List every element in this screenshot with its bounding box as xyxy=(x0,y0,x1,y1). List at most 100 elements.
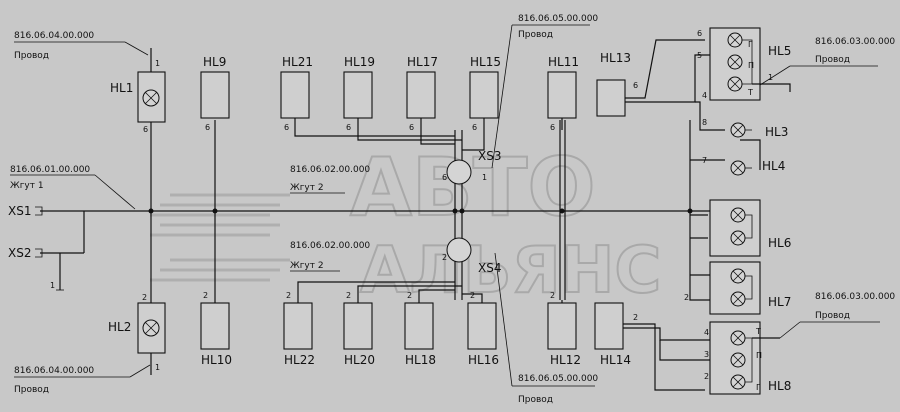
pin-label: 2 xyxy=(633,313,638,322)
unit-hl21-label: HL21 xyxy=(282,55,313,69)
pin-label: 2 xyxy=(203,291,208,300)
unit-hl16: HL16 2 xyxy=(467,291,499,367)
ref-word: Провод xyxy=(518,30,553,40)
pin-label: 3 xyxy=(704,350,709,359)
junction-dots xyxy=(148,208,693,214)
unit-hl13-label: HL13 xyxy=(600,51,631,65)
unit-hl17-label: HL17 xyxy=(407,55,438,69)
connector-xs2-label: XS2 xyxy=(8,246,31,260)
lamp-hl4: HL4 7 xyxy=(702,156,785,176)
pin-label: 2 xyxy=(442,253,447,262)
connector-xs1-label: XS1 xyxy=(8,204,31,218)
connector-xs1: XS1 xyxy=(8,204,43,218)
ref-code: 816.06.03.00.000 xyxy=(815,292,895,302)
unit-hl9-label: HL9 xyxy=(203,55,226,69)
ref-word: Провод xyxy=(815,311,850,321)
connector-xs4: XS4 2 xyxy=(442,237,501,275)
pin-label: 2 xyxy=(684,293,689,302)
pin-label: 6 xyxy=(143,125,148,134)
unit-hl10-label: HL10 xyxy=(201,353,232,367)
unit-hl19-label: HL19 xyxy=(344,55,375,69)
ref-mid-right: 816.06.03.00.000 Провод xyxy=(779,292,895,339)
unit-hl22-label: HL22 xyxy=(284,353,315,367)
ref-top-left: 816.06.04.00.000 Провод xyxy=(14,31,149,61)
pin-label: Г xyxy=(756,383,761,392)
unit-hl13: HL13 6 xyxy=(596,51,638,117)
ref-harness2-top: 816.06.02.00.000 Жгут 2 xyxy=(290,165,370,194)
pin-label: 6 xyxy=(472,123,477,132)
pin-label: 5 xyxy=(697,51,702,60)
lamp-hl6: HL6 xyxy=(709,199,791,257)
ref-bottom-mid: 816.06.05.00.000 Провод xyxy=(494,252,598,405)
pin-label: 1 xyxy=(155,59,160,68)
lamp-hl8: HL8 4 3 2 Т П Г xyxy=(704,321,791,395)
ref-word: Провод xyxy=(518,395,553,405)
pin-label: 2 xyxy=(470,291,475,300)
ref-word: Провод xyxy=(815,55,850,65)
pin-label: 6 xyxy=(550,123,555,132)
pin-label: 6 xyxy=(346,123,351,132)
ref-top-right: 816.06.03.00.000 Провод xyxy=(759,37,895,86)
ref-code: 816.06.02.00.000 xyxy=(290,241,370,251)
pin-label: 2 xyxy=(407,291,412,300)
right-bus-wiring xyxy=(689,74,761,301)
ref-word: Жгут 2 xyxy=(290,261,324,271)
unit-hl11-label: HL11 xyxy=(548,55,579,69)
watermark-line2: АЛЬЯНС xyxy=(360,234,661,308)
watermark-logo: АВТО АЛЬЯНС xyxy=(150,140,662,309)
lamp-hl1: HL1 1 6 xyxy=(110,59,166,134)
ref-code: 816.06.02.00.000 xyxy=(290,165,370,175)
pin-label: 8 xyxy=(702,118,707,127)
pin-label: 2 xyxy=(704,372,709,381)
lamp-hl8-label: HL8 xyxy=(768,379,791,393)
unit-hl21: HL21 6 xyxy=(280,55,313,132)
watermark-line1: АВТО xyxy=(350,141,595,234)
pin-label: 2 xyxy=(550,291,555,300)
unit-hl15: HL15 6 xyxy=(469,55,501,132)
lamp-hl5: HL5 6 5 4 Г П Т 1 xyxy=(697,27,791,101)
pin-label: Г xyxy=(748,40,753,49)
ref-harness1: 816.06.01.00.000 Жгут 1 xyxy=(10,165,90,191)
connector-xs3: XS3 6 1 xyxy=(442,149,501,185)
ref-bottom-left: 816.06.04.00.000 Провод xyxy=(14,364,151,395)
unit-hl12-label: HL12 xyxy=(550,353,581,367)
unit-hl14-label: HL14 xyxy=(600,353,631,367)
ref-word: Провод xyxy=(14,51,49,61)
bottom-unit-wiring xyxy=(214,281,710,391)
unit-hl20-label: HL20 xyxy=(344,353,375,367)
pin-label: 4 xyxy=(704,328,709,337)
pin-label: 4 xyxy=(702,91,707,100)
unit-hl16-label: HL16 xyxy=(468,353,499,367)
ref-harness2-bottom: 816.06.02.00.000 Жгут 2 xyxy=(290,241,370,272)
unit-hl20: HL20 2 xyxy=(343,291,375,367)
ref-word: Жгут 2 xyxy=(290,183,324,193)
connector-xs4-label: XS4 xyxy=(478,261,501,275)
pin-label: 1 xyxy=(768,73,773,82)
unit-hl9: HL9 6 xyxy=(200,55,230,132)
lamp-hl6-label: HL6 xyxy=(768,236,791,250)
unit-hl18: HL18 2 xyxy=(404,291,436,367)
lamp-hl2: HL2 2 1 xyxy=(108,293,166,372)
lamp-hl3-label: HL3 xyxy=(765,125,788,139)
lamp-hl3: HL3 8 xyxy=(702,118,788,139)
main-bus xyxy=(10,174,760,291)
ref-word: Провод xyxy=(14,385,49,395)
pin-label: Т xyxy=(747,88,753,97)
ref-code: 816.06.03.00.000 xyxy=(815,37,895,47)
pin-label: 6 xyxy=(633,81,638,90)
connector-xs2: XS2 1 xyxy=(8,246,55,290)
unit-hl22: HL22 2 xyxy=(283,291,315,367)
lamp-hl7: HL7 2 xyxy=(684,261,791,315)
lamp-hl7-label: HL7 xyxy=(768,295,791,309)
pin-label: 1 xyxy=(482,173,487,182)
ref-code: 816.06.05.00.000 xyxy=(518,374,598,384)
pin-label: 6 xyxy=(284,123,289,132)
pin-label: 1 xyxy=(155,363,160,372)
lamp-hl4-label: HL4 xyxy=(762,159,785,173)
lamp-hl2-label: HL2 xyxy=(108,320,131,334)
ref-code: 816.06.04.00.000 xyxy=(14,366,94,376)
ref-code: 816.06.04.00.000 xyxy=(14,31,94,41)
ref-top-mid: 816.06.05.00.000 Провод xyxy=(491,14,598,169)
